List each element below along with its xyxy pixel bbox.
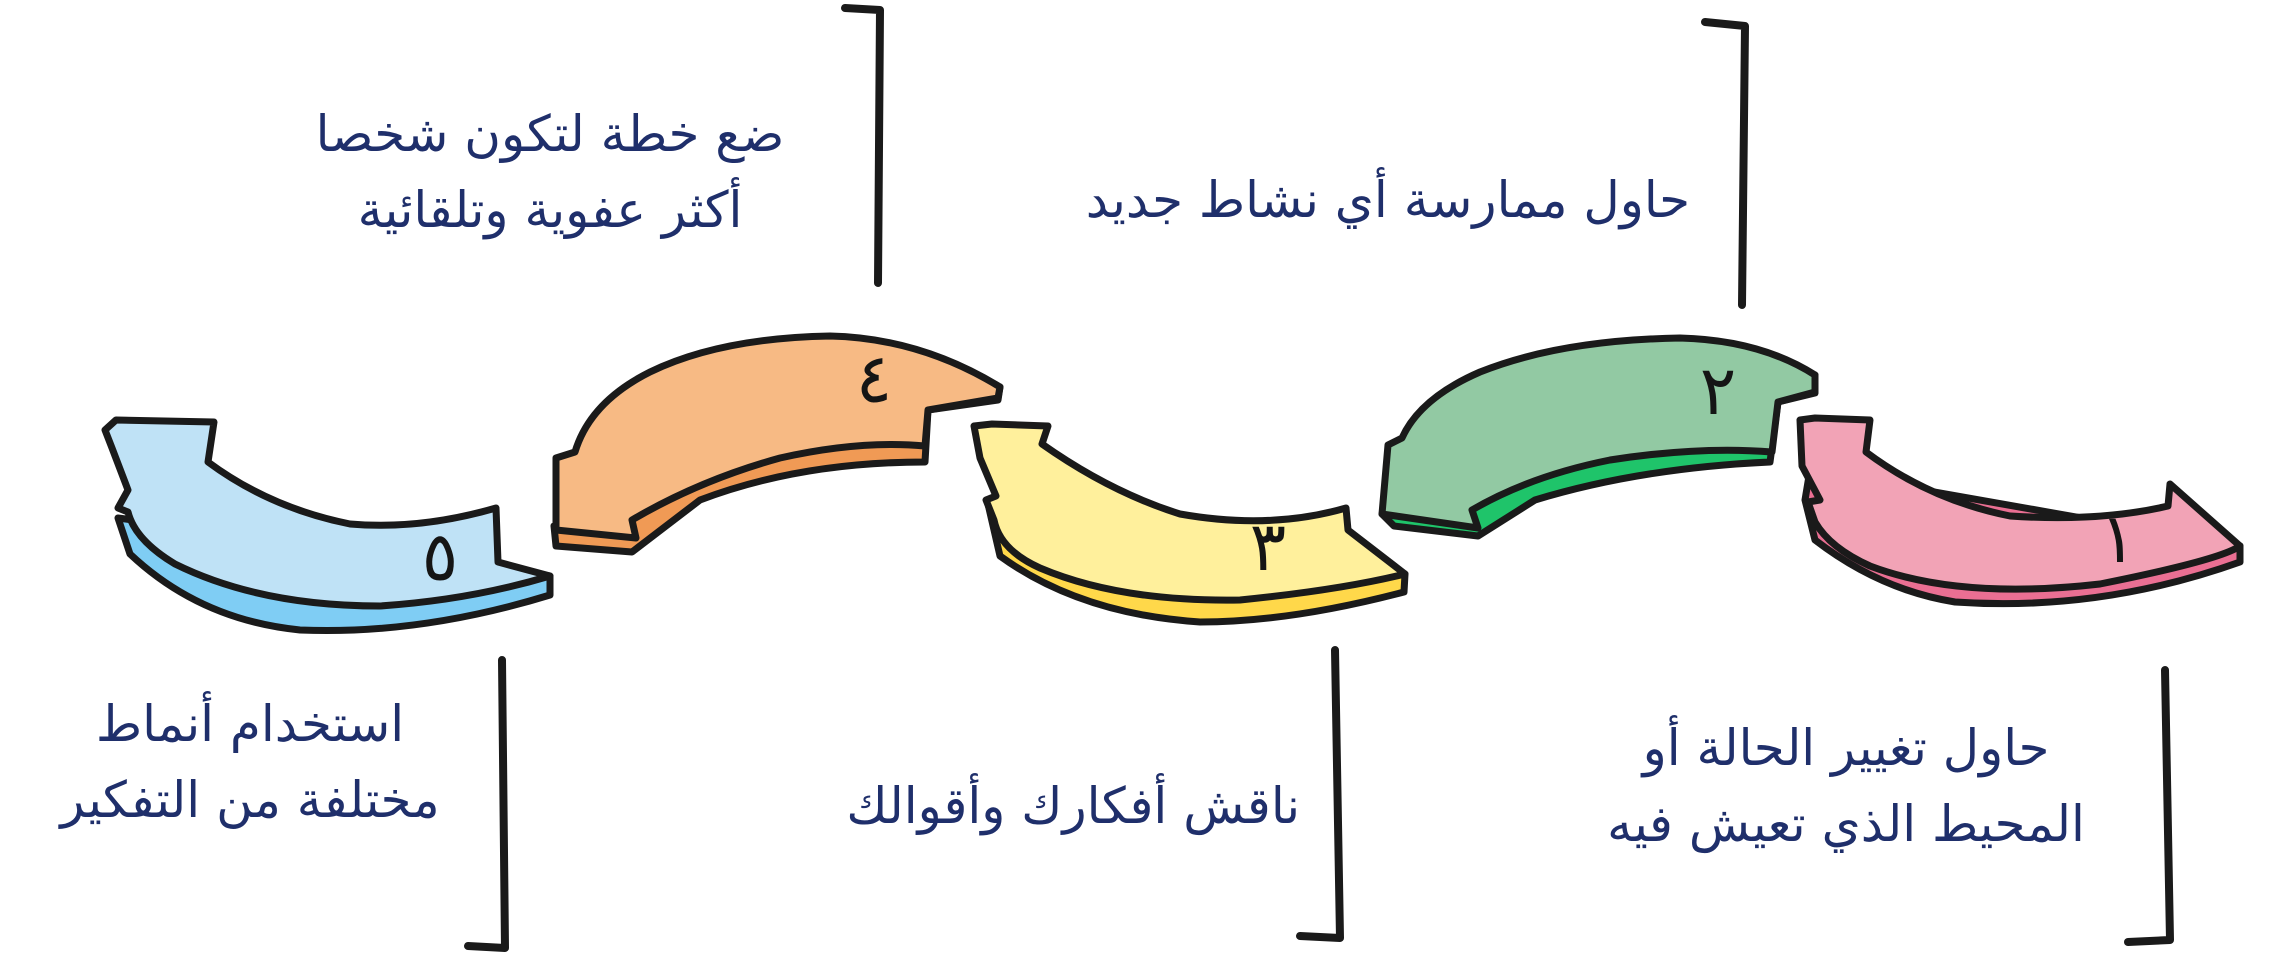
step-3-number: ٣ — [1250, 508, 1287, 587]
step-4-line-1: ضع خطة لتكون شخصا — [315, 105, 785, 163]
step-3-line-1: ناقش أفكارك وأقوالك — [846, 777, 1300, 835]
step-5-text: استخدام أنماط مختلفة من التفكير — [10, 686, 490, 838]
arrow-step-2-body — [1378, 334, 1819, 532]
step-5-line-1: استخدام أنماط — [95, 695, 405, 753]
arrow-step-4: ٤ — [550, 332, 1004, 556]
step-1-text: حاول تغيير الحالة أو المحيط الذي تعيش في… — [1546, 710, 2146, 862]
arrow-step-3-body — [970, 420, 1409, 604]
arrow-step-1: ١ — [1796, 414, 2244, 608]
arrow-step-5: ٥ — [101, 416, 554, 635]
step-2-line-1: حاول ممارسة أي نشاط جديد — [1085, 171, 1690, 229]
step-1-number: ١ — [2100, 500, 2137, 579]
bracket-step-2 — [1701, 18, 1749, 309]
arrow-step-5-body — [101, 416, 554, 610]
bracket-step-5 — [464, 656, 509, 952]
step-2-number: ٢ — [1700, 352, 1737, 431]
step-5-line-2: مختلفة من التفكير — [60, 771, 440, 829]
bracket-step-3 — [1296, 646, 1344, 942]
arrow-step-1-body — [1796, 414, 2244, 593]
arrow-step-2: ٢ — [1378, 334, 1819, 540]
step-4-number: ٤ — [856, 340, 893, 419]
arrow-step-3: ٣ — [970, 420, 1409, 626]
step-1-line-2: المحيط الذي تعيش فيه — [1607, 795, 2085, 853]
arrow-step-4-body — [552, 332, 1004, 542]
step-3-text: ناقش أفكارك وأقوالك — [760, 768, 1300, 844]
step-1-line-1: حاول تغيير الحالة أو — [1642, 719, 2050, 777]
step-4-line-2: أكثر عفوية وتلقائية — [357, 181, 743, 239]
step-5-number: ٥ — [422, 518, 459, 597]
step-2-text: حاول ممارسة أي نشاط جديد — [1000, 162, 1690, 238]
step-4-text: ضع خطة لتكون شخصا أكثر عفوية وتلقائية — [250, 96, 850, 248]
bracket-step-4 — [841, 4, 884, 287]
bracket-step-1 — [2124, 666, 2174, 946]
